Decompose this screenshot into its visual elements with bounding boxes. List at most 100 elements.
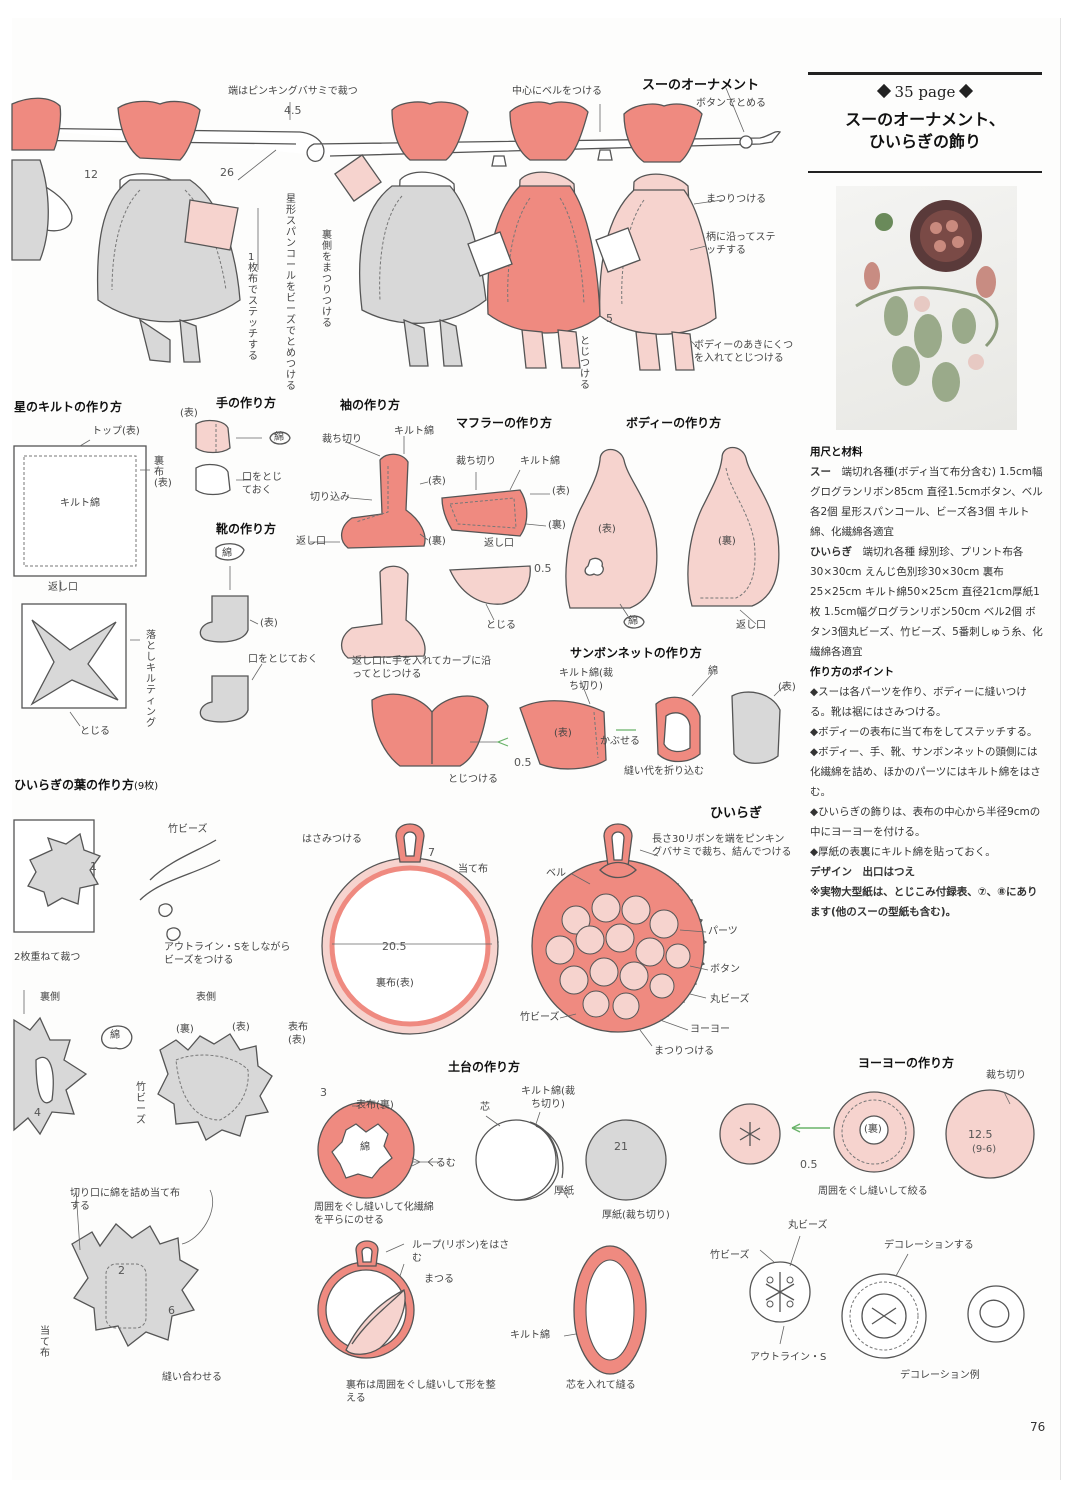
diamond-icon xyxy=(959,83,974,99)
section-title-base: 土台の作り方 xyxy=(448,1060,521,1074)
label-deco-example: デコレーション例 xyxy=(900,1370,980,1381)
label-7: 7 xyxy=(428,846,435,859)
label-fold-seam: 縫い代を折り込む xyxy=(624,766,704,777)
label-quilt-cut2: キルト綿(裁ち切り) xyxy=(521,1086,575,1110)
label-outline-s: アウトライン・S xyxy=(750,1352,827,1363)
section-title-holly-leaf: ひいらぎの葉の作り方(9枚) xyxy=(14,776,158,793)
label-body-back: (裏) xyxy=(718,536,736,547)
page-reference: 35 page xyxy=(808,83,1042,101)
label-lining-face: 裏布(表) xyxy=(376,978,414,989)
label-yoyo-back: (裏) xyxy=(864,1124,882,1135)
product-photo xyxy=(836,186,1017,430)
section-title-sue-ornament: スーのオーナメント xyxy=(642,78,760,93)
holly-leaf-count: (9枚) xyxy=(134,781,159,792)
label-0-5-c: 0.5 xyxy=(800,1158,818,1171)
label-leaf-batting: 綿 xyxy=(110,1030,120,1041)
label-leaf-face: (表) xyxy=(232,1022,250,1033)
base-diagram xyxy=(317,1101,667,1375)
label-core: 芯 xyxy=(480,1102,490,1113)
shoe-diagram xyxy=(199,543,263,723)
materials-holly-label: ひいらぎ xyxy=(810,546,852,558)
label-sew-together: 縫い合わせる xyxy=(162,1372,222,1383)
label-muffler-back: (裏) xyxy=(548,520,566,531)
design-label: デザイン xyxy=(810,866,852,878)
section-title-yoyo: ヨーヨーの作り方 xyxy=(858,1056,955,1070)
label-close: とじつける xyxy=(580,336,590,391)
label-cardboard: 厚紙 xyxy=(554,1186,574,1197)
label-1: 1 xyxy=(90,860,97,873)
materials-holly-text: 端切れ各種 緑別珍、プリント布各30×30cm えんじ色別珍30×30cm 裏布… xyxy=(810,546,1043,658)
label-sleeve-opening: 返し口 xyxy=(296,536,326,547)
label-leaf-bamboo: 竹ビーズ xyxy=(136,1082,146,1126)
label-muffler-attach: 裏側をまつりつける xyxy=(322,230,332,329)
label-base-batting: 綿 xyxy=(360,1142,370,1153)
label-turn-opening: 返し口 xyxy=(48,582,78,593)
label-muffler-batting: キルト綿 xyxy=(520,456,560,467)
label-outline-bead: アウトライン・Sをしながらビーズをつける xyxy=(164,942,291,966)
label-bell-center: 中心にベルをつける xyxy=(512,86,602,97)
label-closing: とじる xyxy=(80,726,110,737)
label-star-sequin: 星形スパンコールをビーズでとめつける xyxy=(286,194,296,392)
sleeve-diagram xyxy=(310,436,429,659)
body-diagram xyxy=(565,446,780,629)
label-round-bead: 丸ビーズ xyxy=(710,994,750,1005)
holly-leaf-title: ひいらぎの葉の作り方 xyxy=(14,778,135,792)
label-base-batting2: キルト綿 xyxy=(510,1330,550,1341)
label-bonnet-batting2: 綿 xyxy=(708,666,718,677)
design-name: 出口はつえ xyxy=(862,866,916,878)
holly-finished-diagram xyxy=(531,823,709,1047)
holly-leaf-diagram xyxy=(13,819,273,1347)
label-3: 3 xyxy=(320,1086,327,1099)
label-sleeve-batting: キルト綿 xyxy=(394,426,434,437)
label-0-5-a: 0.5 xyxy=(534,562,552,575)
label-one-stitch: 1枚布でステッチする xyxy=(248,252,258,362)
label-cutoff: 裁ち切り xyxy=(986,1070,1026,1081)
point-1: ◆スーは各パーツを作り、ボディーに縫いつける。靴は裾にはさみつける。 xyxy=(810,686,1027,718)
points-heading: 作り方のポイント xyxy=(810,666,894,678)
label-front-side: 表側 xyxy=(196,992,216,1003)
label-12-5: 12.5 xyxy=(968,1128,993,1141)
label-26: 26 xyxy=(220,166,234,179)
label-sleeve-face: (表) xyxy=(428,476,446,487)
label-cover: かぶせる xyxy=(600,736,640,747)
label-shoe-face: (表) xyxy=(260,618,278,629)
label-bonnet-face: (表) xyxy=(778,682,796,693)
label-hand-batting: 綿 xyxy=(274,432,284,443)
label-4-5: 4.5 xyxy=(284,104,302,117)
page-title-line1: スーのオーナメント、 xyxy=(845,110,1005,129)
muffler-diagram xyxy=(441,469,550,621)
label-sleeve-notch: 切り込み xyxy=(310,492,350,503)
sunbonnet-diagram xyxy=(371,673,785,770)
label-outer-back: 表布(裏) xyxy=(356,1100,394,1111)
label-blind2: まつる xyxy=(424,1274,454,1285)
label-leaf-back: (裏) xyxy=(176,1024,194,1035)
section-title-muffler: マフラーの作り方 xyxy=(456,416,553,430)
label-yoyo-item: ヨーヨー xyxy=(690,1024,730,1035)
label-shoe-batting: 綿 xyxy=(222,548,232,559)
label-outer-face: 表布(表) xyxy=(288,1022,308,1046)
photo-ornaments-icon xyxy=(855,200,999,402)
label-sew-on: まつりつける xyxy=(654,1046,715,1057)
label-parts: パーツ xyxy=(708,926,738,937)
section-title-star-quilt: 星のキルトの作り方 xyxy=(14,400,123,414)
label-bonnet-close: とじつける xyxy=(448,774,498,785)
label-muffler-opening: 返し口 xyxy=(484,538,514,549)
label-close-opening: 口をとじておく xyxy=(242,472,282,496)
sue-ornament-illustration xyxy=(11,87,782,371)
label-0-5-b: 0.5 xyxy=(514,756,532,769)
label-body-batting: 綿 xyxy=(628,616,638,627)
label-lining-gather: 裏布は周囲をぐし縫いして形を整える xyxy=(346,1380,496,1404)
label-body-shoes: ボディーのあきにくつを入れてとじつける xyxy=(694,340,794,364)
materials-sue: スー 端切れ各種(ボディ当て布分含む) 1.5cm幅グログランリボン85cm 直… xyxy=(810,462,1046,542)
label-shoe-close: 口をとじておく xyxy=(248,654,318,665)
label-yoyo-bamboo: 竹ビーズ xyxy=(710,1250,750,1261)
label-button-fix: ボタンでとめる xyxy=(696,98,766,109)
label-bamboo-bead: 竹ビーズ xyxy=(168,824,208,835)
label-wrap: くるむ xyxy=(426,1158,456,1169)
label-ribbon-note: 長さ30リボンを端をピンキングバサミで裁ち、結んでつける xyxy=(652,834,792,858)
page-title: スーのオーナメント、 ひいらぎの飾り xyxy=(808,109,1042,152)
label-9-6: (9-6) xyxy=(972,1144,997,1155)
label-sandwich: はさみつける xyxy=(302,834,362,845)
